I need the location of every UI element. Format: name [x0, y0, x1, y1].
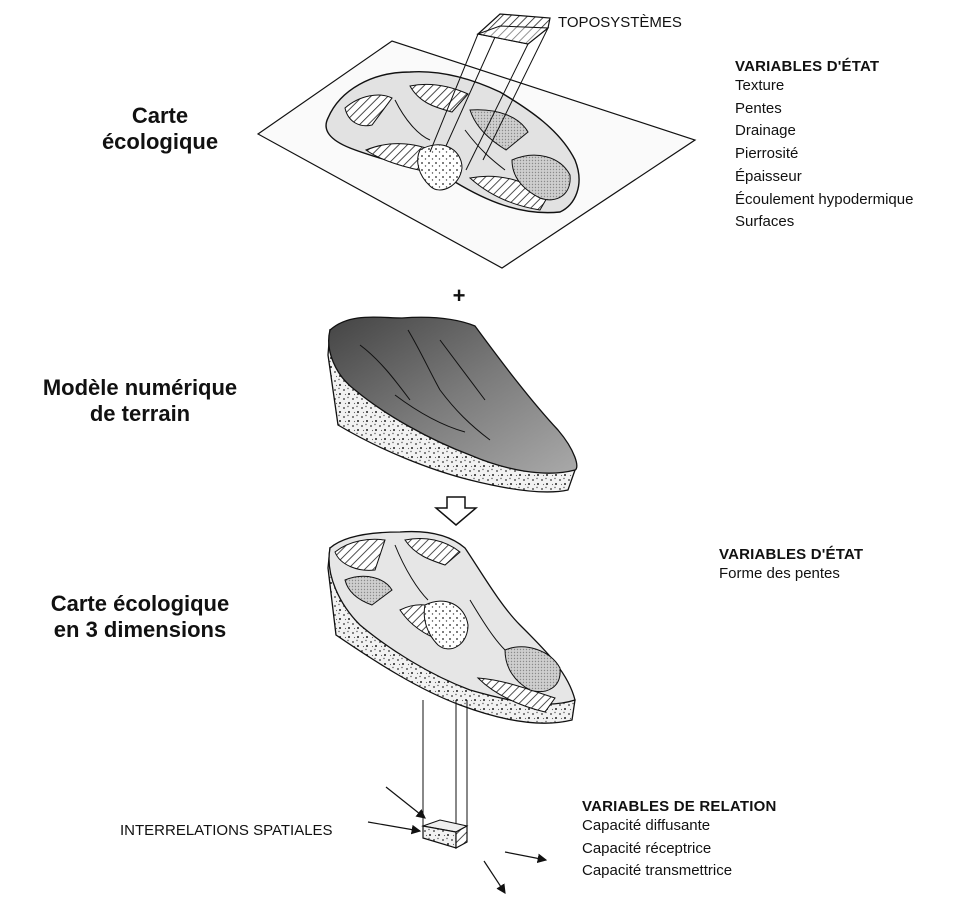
- heading-map-3d-line2: en 3 dimensions: [20, 617, 260, 643]
- relation-variables-block: VARIABLES DE RELATION Capacité diffusant…: [582, 798, 776, 883]
- heading-terrain-model-line2: de terrain: [0, 401, 280, 427]
- heading-terrain-model: Modèle numérique de terrain: [0, 375, 280, 427]
- state-variables-2-title: VARIABLES D'ÉTAT: [719, 546, 863, 563]
- state-variables-1-item: Texture: [735, 75, 913, 98]
- terrain-model-figure: [328, 317, 577, 492]
- arrow-in-2: [368, 822, 420, 831]
- state-variables-block-2: VARIABLES D'ÉTAT Forme des pentes: [719, 546, 863, 586]
- state-variables-1-title: VARIABLES D'ÉTAT: [735, 58, 913, 75]
- relation-variables-item: Capacité réceptrice: [582, 838, 776, 861]
- heading-ecological-map-line2: écologique: [60, 129, 260, 155]
- state-variables-1-item: Surfaces: [735, 211, 913, 234]
- state-variables-1-item: Pentes: [735, 98, 913, 121]
- relation-variables-title: VARIABLES DE RELATION: [582, 798, 776, 815]
- heading-map-3d-line1: Carte écologique: [20, 591, 260, 617]
- map-3d-figure: [328, 532, 575, 724]
- relation-variables-item: Capacité diffusante: [582, 815, 776, 838]
- state-variables-block-1: VARIABLES D'ÉTAT Texture Pentes Drainage…: [735, 58, 913, 234]
- heading-ecological-map: Carte écologique: [60, 103, 260, 155]
- relation-variables-item: Capacité transmettrice: [582, 860, 776, 883]
- caption-toposystems: TOPOSYSTÈMES: [558, 14, 682, 31]
- heading-ecological-map-line1: Carte: [60, 103, 260, 129]
- soil-column: [423, 700, 467, 848]
- state-variables-1-item: Épaisseur: [735, 166, 913, 189]
- down-arrow: [436, 497, 476, 525]
- caption-spatial-interrelations: INTERRELATIONS SPATIALES: [120, 822, 333, 839]
- state-variables-1-item: Drainage: [735, 120, 913, 143]
- state-variables-1-item: Écoulement hypodermique: [735, 189, 913, 212]
- arrow-in-1: [386, 787, 425, 818]
- heading-terrain-model-line1: Modèle numérique: [0, 375, 280, 401]
- arrow-out-2: [484, 861, 505, 893]
- state-variables-2-item: Forme des pentes: [719, 563, 863, 586]
- arrow-out-1: [505, 852, 546, 860]
- heading-map-3d: Carte écologique en 3 dimensions: [20, 591, 260, 643]
- state-variables-1-item: Pierrosité: [735, 143, 913, 166]
- ecological-map-figure: [258, 14, 695, 268]
- plus-symbol: +: [453, 283, 466, 308]
